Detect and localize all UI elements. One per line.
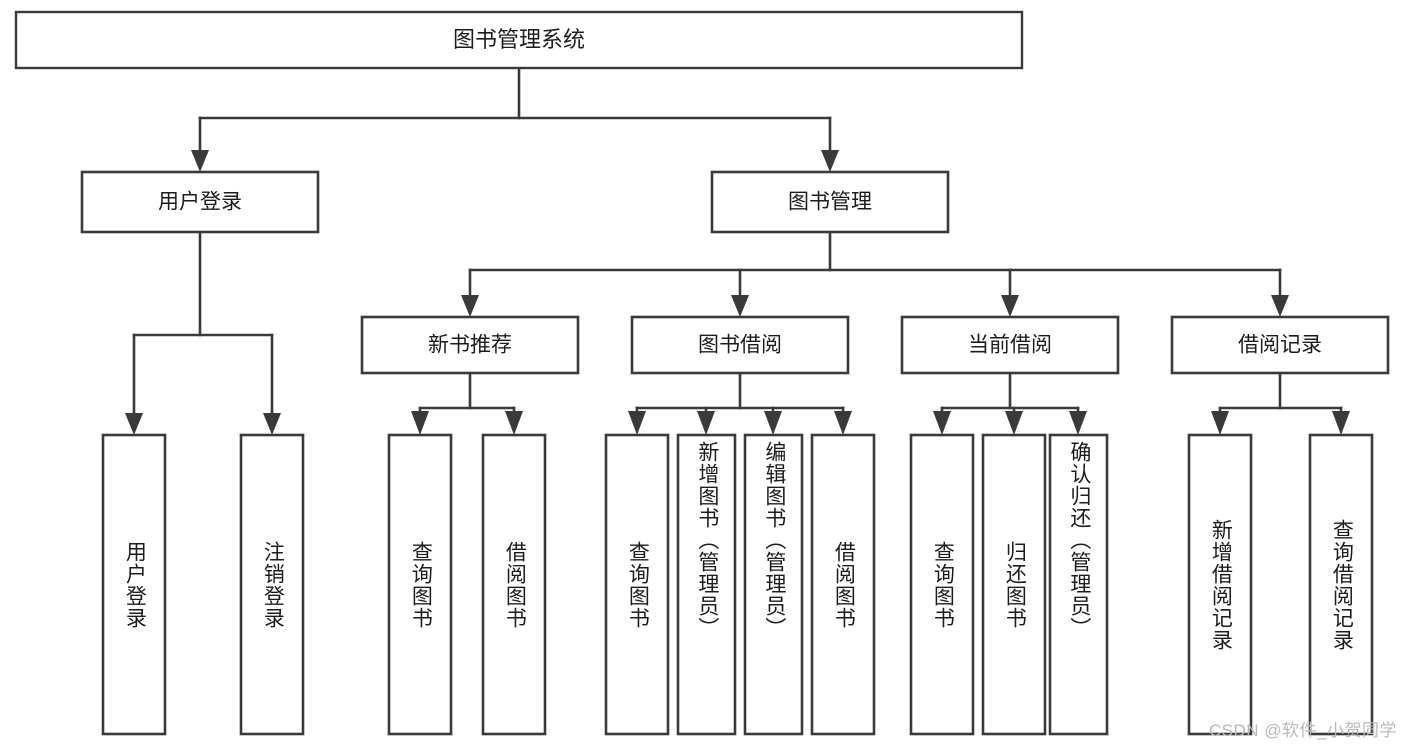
node-book-management-box[interactable] xyxy=(710,170,950,234)
node-user-login-label: 用户登录 xyxy=(158,191,242,214)
connector-group-book-borrow xyxy=(628,371,852,435)
leaf-box-return-book[interactable] xyxy=(981,433,1047,736)
connector-group-borrow-record xyxy=(1211,371,1350,435)
arrow-head-leaf-add-book xyxy=(697,411,715,435)
arrow-head-book-borrow xyxy=(731,295,749,317)
node-book-management[interactable]: 图书管理 xyxy=(710,170,950,234)
arrow-head-leaf-query-book-2 xyxy=(628,411,646,435)
arrow-head-leaf-user-login xyxy=(125,413,143,435)
node-new-book-recommend[interactable]: 新书推荐 xyxy=(360,315,580,375)
arrow-head-leaf-return-book xyxy=(1005,411,1023,435)
node-book-borrow-box[interactable] xyxy=(630,315,850,375)
node-borrow-record-label: 借阅记录 xyxy=(1238,334,1322,357)
arrow-head-leaf-query-book-1 xyxy=(411,411,429,435)
leaf-box-logout[interactable] xyxy=(239,433,305,736)
leaf-box-add-book[interactable] xyxy=(676,433,737,736)
node-book-borrow[interactable]: 图书借阅 xyxy=(630,315,850,375)
arrow-head-leaf-borrow-book-2 xyxy=(834,411,852,435)
node-user-login-box[interactable] xyxy=(80,170,320,234)
leaf-box-add-record[interactable] xyxy=(1187,433,1253,736)
arrow-head-leaf-edit-book xyxy=(764,411,782,435)
arrow-head-borrow-record xyxy=(1271,295,1289,317)
connector-group-new-book-rec xyxy=(411,371,523,435)
connector-group-root xyxy=(191,66,839,172)
leaf-box-query-book-3[interactable] xyxy=(909,433,975,736)
arrow-head-leaf-borrow-book-1 xyxy=(505,411,523,435)
leaf-box-borrow-book-2[interactable] xyxy=(810,433,876,736)
node-book-borrow-label: 图书借阅 xyxy=(698,334,782,357)
node-root-system-box[interactable] xyxy=(14,10,1024,70)
arrow-head-book-mgmt xyxy=(821,150,839,172)
node-borrow-record-box[interactable] xyxy=(1170,315,1390,375)
node-borrow-record[interactable]: 借阅记录 xyxy=(1170,315,1390,375)
node-current-borrow[interactable]: 当前借阅 xyxy=(900,315,1120,375)
arrow-head-new-book-rec xyxy=(461,295,479,317)
leaf-box-query-record[interactable] xyxy=(1308,433,1374,736)
node-new-book-recommend-box[interactable] xyxy=(360,315,580,375)
connector-group-current-borrow xyxy=(933,371,1087,435)
node-root-system-label: 图书管理系统 xyxy=(453,27,585,52)
leaf-box-user-login[interactable] xyxy=(101,433,167,736)
connector-group-user-login xyxy=(125,230,281,435)
leaf-box-query-book-1[interactable] xyxy=(387,433,453,736)
arrow-head-user-login xyxy=(191,150,209,172)
leaf-box-borrow-book-1[interactable] xyxy=(481,433,547,736)
leaf-box-edit-book[interactable] xyxy=(743,433,804,736)
arrow-head-leaf-logout xyxy=(263,413,281,435)
connector-group-book-mgmt xyxy=(461,230,1289,317)
node-current-borrow-label: 当前借阅 xyxy=(968,334,1052,357)
node-root-system[interactable]: 图书管理系统 xyxy=(14,10,1024,70)
leaf-boxes-group xyxy=(101,433,1374,736)
node-book-management-label: 图书管理 xyxy=(788,191,872,214)
arrow-head-leaf-query-record xyxy=(1332,411,1350,435)
arrow-head-leaf-confirm-return xyxy=(1069,411,1087,435)
csdn-watermark: CSDN @软件_小贺同学 xyxy=(1208,721,1397,740)
leaf-box-confirm-return[interactable] xyxy=(1048,433,1109,736)
arrow-head-leaf-add-record xyxy=(1211,411,1229,435)
node-new-book-recommend-label: 新书推荐 xyxy=(428,334,512,357)
arrow-head-current-borrow xyxy=(1001,295,1019,317)
arrow-head-leaf-query-book-3 xyxy=(933,411,951,435)
node-user-login[interactable]: 用户登录 xyxy=(80,170,320,234)
node-current-borrow-box[interactable] xyxy=(900,315,1120,375)
leaf-box-query-book-2[interactable] xyxy=(604,433,670,736)
